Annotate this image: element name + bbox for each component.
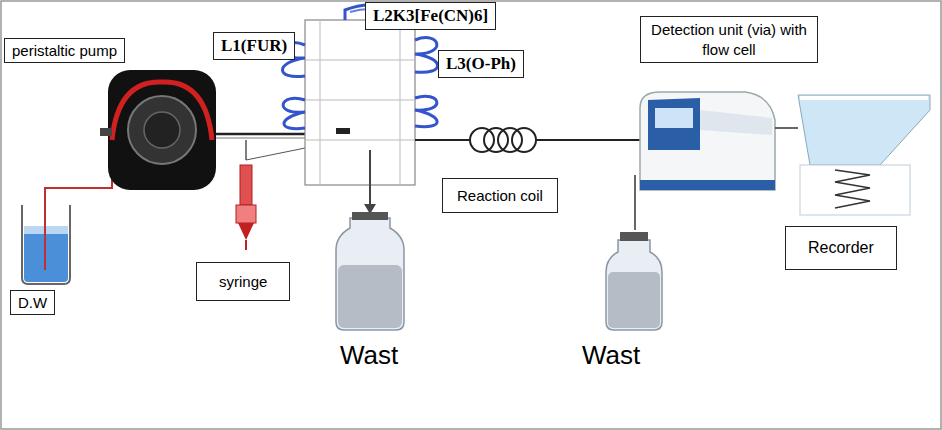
detector-label: Detection unit (via) with flow cell (640, 16, 818, 63)
node-text: D.W (18, 294, 47, 311)
node-text: syringe (219, 273, 267, 290)
reagent-label: L3(O-Ph) (438, 50, 524, 78)
node-text: peristaltic pump (12, 42, 117, 59)
pump-label: peristaltic pump (4, 38, 125, 63)
carrier-label: D.W (10, 290, 55, 315)
node-text: Detection unit (via) with flow cell (648, 20, 810, 59)
recorder-label: Recorder (785, 226, 897, 270)
coil-label: Reaction coil (442, 178, 558, 213)
node-text: L3(O-Ph) (446, 54, 516, 74)
node-text: L1(FUR) (221, 36, 287, 56)
reagent-label: L2K3[Fe(CN)6] (365, 2, 496, 30)
node-text: Reaction coil (457, 187, 543, 204)
syringe-label: syringe (196, 262, 290, 301)
waste-label: Wast (582, 340, 640, 371)
node-text: L2K3[Fe(CN)6] (373, 6, 488, 26)
reagent-label: L1(FUR) (213, 32, 295, 60)
node-text: Recorder (808, 239, 874, 257)
waste-label: Wast (340, 340, 398, 371)
